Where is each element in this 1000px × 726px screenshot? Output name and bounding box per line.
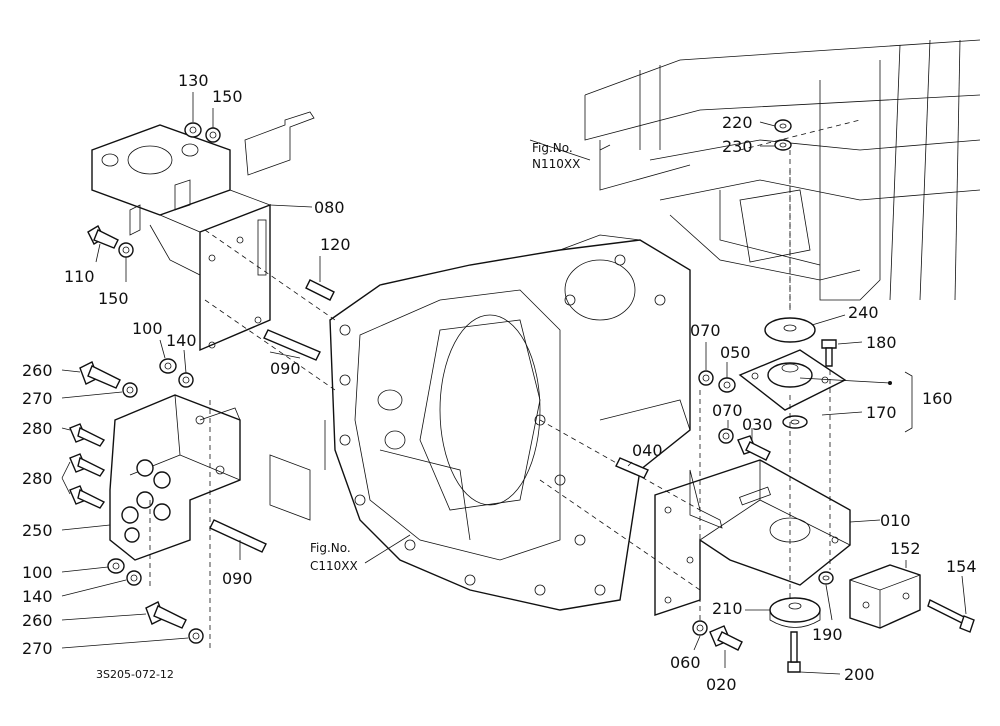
label-140-upper: 140 (166, 331, 197, 350)
label-020: 020 (706, 675, 737, 694)
nut-100-lower (107, 558, 125, 574)
left-guide-lines (149, 400, 326, 650)
label-210: 210 (712, 599, 743, 618)
fig-ref-n110-title: Fig.No. (532, 141, 573, 155)
fig-ref-c110: Fig.No. C110XX (310, 541, 358, 573)
label-260-lower: 260 (22, 611, 53, 630)
bolt-110 (87, 225, 119, 249)
label-180: 180 (866, 333, 897, 352)
bolt-280-lower-b (69, 485, 106, 509)
label-280-lower: 280 (22, 469, 53, 488)
bolt-020 (709, 625, 743, 651)
stud-090-lower (209, 519, 267, 553)
label-240: 240 (848, 303, 879, 322)
label-270-upper: 270 (22, 389, 53, 408)
stud-040 (615, 457, 649, 479)
washer-140-lower (126, 570, 142, 586)
washer-070-upper (698, 370, 714, 386)
label-080: 080 (314, 198, 345, 217)
washer-150-lower (118, 242, 134, 258)
right-guide-lines (699, 150, 913, 620)
label-100-lower: 100 (22, 563, 53, 582)
washer-060 (692, 620, 708, 636)
part-number-labels: 130 150 080 110 150 120 100 140 090 260 … (22, 71, 977, 694)
label-140-lower: 140 (22, 587, 53, 606)
label-220: 220 (722, 113, 753, 132)
stud-090-upper (263, 329, 321, 361)
label-280-upper: 280 (22, 419, 53, 438)
label-250: 250 (22, 521, 53, 540)
label-070-lower: 070 (712, 401, 743, 420)
label-160: 160 (922, 389, 953, 408)
lower-mount-250 (109, 394, 241, 561)
washer-230 (774, 139, 792, 151)
rubber-cushion-210 (769, 597, 821, 628)
washer-140-upper (178, 372, 194, 388)
bolt-260-lower (145, 601, 187, 629)
fig-ref-n110: Fig.No. N110XX (532, 141, 580, 171)
label-130: 130 (178, 71, 209, 90)
bolt-154 (927, 599, 975, 633)
label-120: 120 (320, 235, 351, 254)
fig-ref-n110-code: N110XX (532, 157, 580, 171)
label-100-upper: 100 (132, 319, 163, 338)
washer-150-upper (205, 127, 221, 143)
label-170: 170 (866, 403, 897, 422)
washer-270-upper (122, 382, 138, 398)
bolt-280-lower-a (69, 453, 106, 477)
bolt-280-upper (69, 423, 106, 447)
tractor-frame-outline (584, 39, 981, 310)
rubber-cushion-240 (764, 317, 816, 343)
label-190: 190 (812, 625, 843, 644)
label-110: 110 (64, 267, 95, 286)
bolt-030 (737, 435, 771, 461)
nut-190 (818, 571, 834, 585)
fig-ref-c110-title: Fig.No. (310, 541, 351, 555)
label-154: 154 (946, 557, 977, 576)
bolt-260-upper (79, 361, 121, 389)
nut-050 (718, 377, 736, 393)
label-070-upper: 070 (690, 321, 721, 340)
label-090-lower: 090 (222, 569, 253, 588)
label-260-upper: 260 (22, 361, 53, 380)
upper-bracket-080 (91, 111, 336, 391)
label-010: 010 (880, 511, 911, 530)
leader-lines (61, 92, 967, 675)
nut-100-upper (159, 358, 177, 374)
label-030: 030 (742, 415, 773, 434)
weight-block-152 (849, 564, 921, 629)
fig-ref-c110-code: C110XX (310, 559, 358, 573)
bolt-180 (821, 339, 837, 367)
washer-170 (782, 415, 808, 429)
label-230: 230 (722, 137, 753, 156)
drawing-id: 3S205-072-12 (96, 668, 174, 681)
label-152: 152 (890, 539, 921, 558)
label-200: 200 (844, 665, 875, 684)
label-050: 050 (720, 343, 751, 362)
nut-130 (184, 122, 202, 138)
label-270-lower: 270 (22, 639, 53, 658)
label-150-lower: 150 (98, 289, 129, 308)
stud-120 (305, 279, 335, 301)
nut-220 (774, 119, 792, 133)
label-090-upper: 090 (270, 359, 301, 378)
bolt-200 (787, 631, 801, 673)
washer-270-lower (188, 628, 204, 644)
label-040: 040 (632, 441, 663, 460)
transmission-case (329, 234, 691, 611)
rubber-mount-160 (738, 349, 847, 411)
label-060: 060 (670, 653, 701, 672)
washer-070-lower (718, 428, 734, 444)
label-150-upper: 150 (212, 87, 243, 106)
